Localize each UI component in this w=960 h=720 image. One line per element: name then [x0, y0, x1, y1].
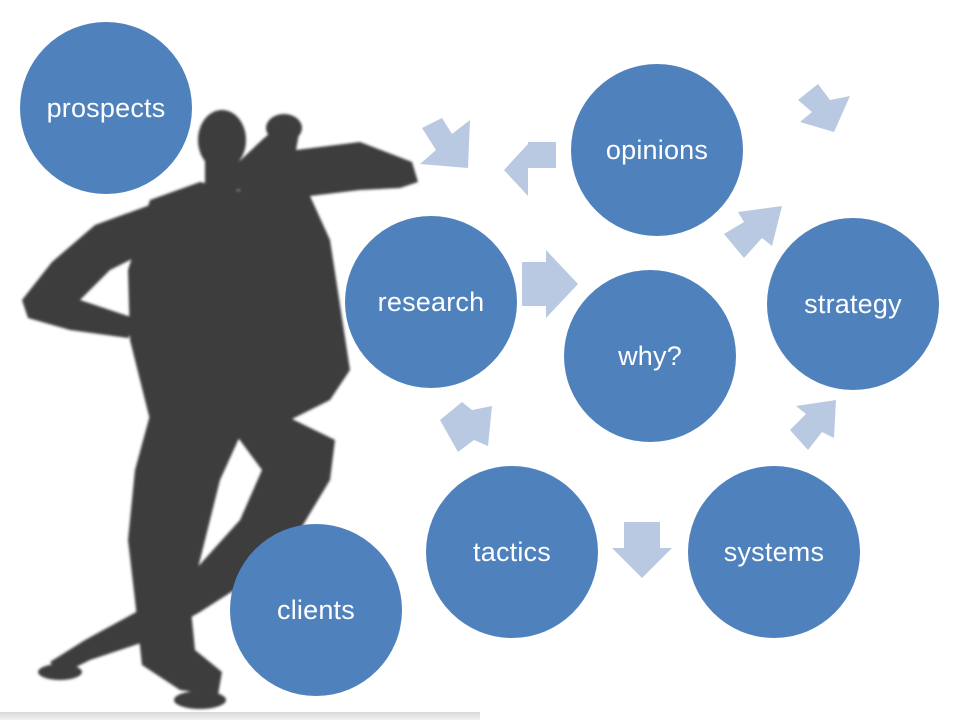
node-opinions: opinions [571, 64, 743, 236]
node-prospects-label: prospects [46, 92, 166, 123]
arrow-diagonal-topright [798, 84, 850, 132]
arrow-opinions-left [504, 142, 556, 196]
floor-shadow [0, 712, 480, 720]
node-tactics-label: tactics [473, 536, 551, 567]
node-why: why? [564, 270, 736, 442]
node-why-label: why? [618, 340, 682, 371]
node-strategy: strategy [767, 218, 939, 390]
arrow-systems-strategy [790, 400, 836, 450]
node-prospects: prospects [20, 22, 192, 194]
arrow-opinions-strategy [724, 206, 782, 258]
node-systems: systems [688, 466, 860, 638]
node-research-label: research [377, 286, 485, 317]
node-strategy-label: strategy [804, 288, 902, 319]
node-research: research [345, 216, 517, 388]
node-tactics: tactics [426, 466, 598, 638]
node-clients: clients [230, 524, 402, 696]
arrow-tactics-systems [612, 522, 672, 578]
node-clients-label: clients [277, 594, 355, 625]
node-systems-label: systems [723, 536, 825, 567]
arrow-diagonal-left [420, 118, 470, 168]
arrow-tactics-research [440, 402, 492, 452]
arrow-research-why [522, 250, 578, 318]
node-opinions-label: opinions [605, 134, 709, 165]
